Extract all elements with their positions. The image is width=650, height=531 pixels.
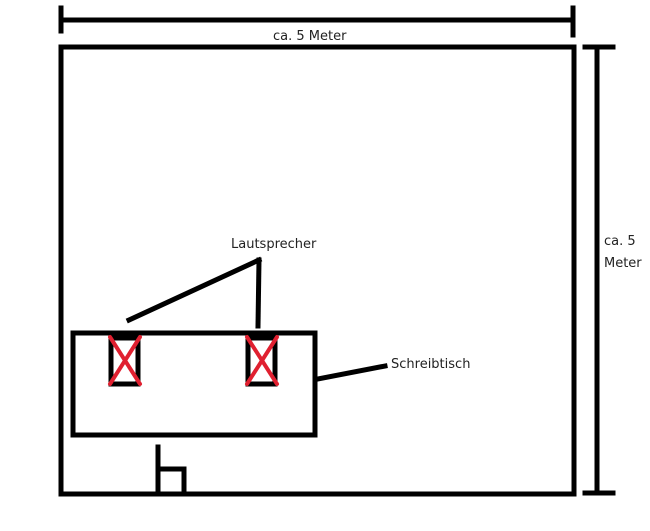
chair-seat [155,466,187,496]
speaker-left-x-mark [108,335,142,386]
height-dimension-label-line1: ca. 5 [604,234,636,249]
desk-leader [315,363,388,382]
speaker-right-x-mark [245,335,279,386]
desk-label: Schreibtisch [391,357,471,372]
width-dimension-label: ca. 5 Meter [273,29,347,44]
speaker-leader-right [255,257,262,329]
speaker-leader-left [125,256,263,324]
height-dimension-label-line2: Meter [604,256,642,271]
speakers-label: Lautsprecher [231,237,317,252]
desk [70,330,318,438]
room-outline [58,44,577,497]
speaker-left [108,335,141,387]
speaker-right [245,335,278,387]
